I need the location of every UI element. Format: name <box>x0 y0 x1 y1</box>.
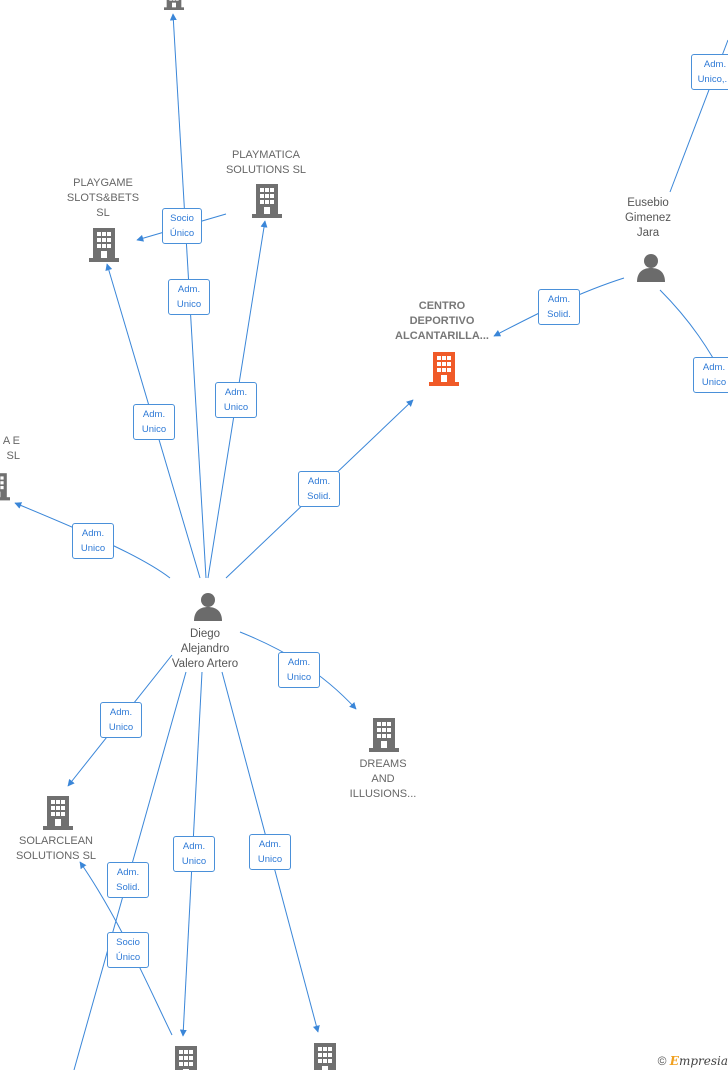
copyright-icon: © <box>657 1054 667 1068</box>
edge-label-adm-solid: Adm. Solid. <box>298 471 340 507</box>
company-label-playmatica[interactable]: PLAYMATICA SOLUTIONS SL <box>225 149 307 176</box>
edge-label-adm-unico: Adm. Unico <box>215 382 257 418</box>
company-label-solarclean[interactable]: SOLARCLEAN SOLUTIONS SL <box>15 835 97 862</box>
building-icon[interactable] <box>171 1044 201 1070</box>
person-label-eusebio[interactable]: Eusebio Gimenez Jara <box>624 197 672 239</box>
edge-label-adm-unico: Adm. Unico <box>173 836 215 872</box>
person-label-diego[interactable]: Diego Alejandro Valero Artero <box>171 628 239 670</box>
edge-label-adm-unico: Adm. Unico <box>693 357 728 393</box>
person-icon[interactable] <box>636 252 666 282</box>
building-main-icon[interactable] <box>428 350 460 386</box>
edge-label-socio-unico: Socio Único <box>162 208 202 244</box>
building-icon[interactable] <box>43 794 73 830</box>
copyright-notice: © Empresia <box>658 1054 728 1068</box>
edge-label-adm-unico: Adm. Unico,... <box>691 54 728 90</box>
person-icon[interactable] <box>193 591 223 621</box>
building-icon[interactable] <box>310 1041 340 1070</box>
edge-label-adm-unico: Adm. Unico <box>168 279 210 315</box>
edge-label-adm-unico: Adm. Unico <box>72 523 114 559</box>
edge-label-socio-unico: Socio Único <box>107 932 149 968</box>
edge-label-adm-solid: Adm. Solid. <box>538 289 580 325</box>
building-icon[interactable] <box>159 0 189 10</box>
edge-label-adm-solid: Adm. Solid. <box>107 862 149 898</box>
building-icon[interactable] <box>369 716 399 752</box>
company-label-left-partial[interactable]: A E SL <box>2 435 20 462</box>
brand-logo[interactable]: Empresia <box>669 1054 728 1068</box>
company-label-dreams[interactable]: DREAMS AND ILLUSIONS... <box>349 758 417 800</box>
building-icon[interactable] <box>89 226 119 262</box>
building-icon[interactable] <box>0 468 10 504</box>
company-label-centro[interactable]: CENTRO DEPORTIVO ALCANTARILLA... <box>395 300 489 342</box>
edge-label-adm-unico: Adm. Unico <box>249 834 291 870</box>
edge-label-adm-unico: Adm. Unico <box>133 404 175 440</box>
building-icon[interactable] <box>252 182 282 218</box>
edge-label-adm-unico: Adm. Unico <box>278 652 320 688</box>
company-label-playgame[interactable]: PLAYGAME SLOTS&BETS SL <box>66 177 140 219</box>
edge-label-adm-unico: Adm. Unico <box>100 702 142 738</box>
